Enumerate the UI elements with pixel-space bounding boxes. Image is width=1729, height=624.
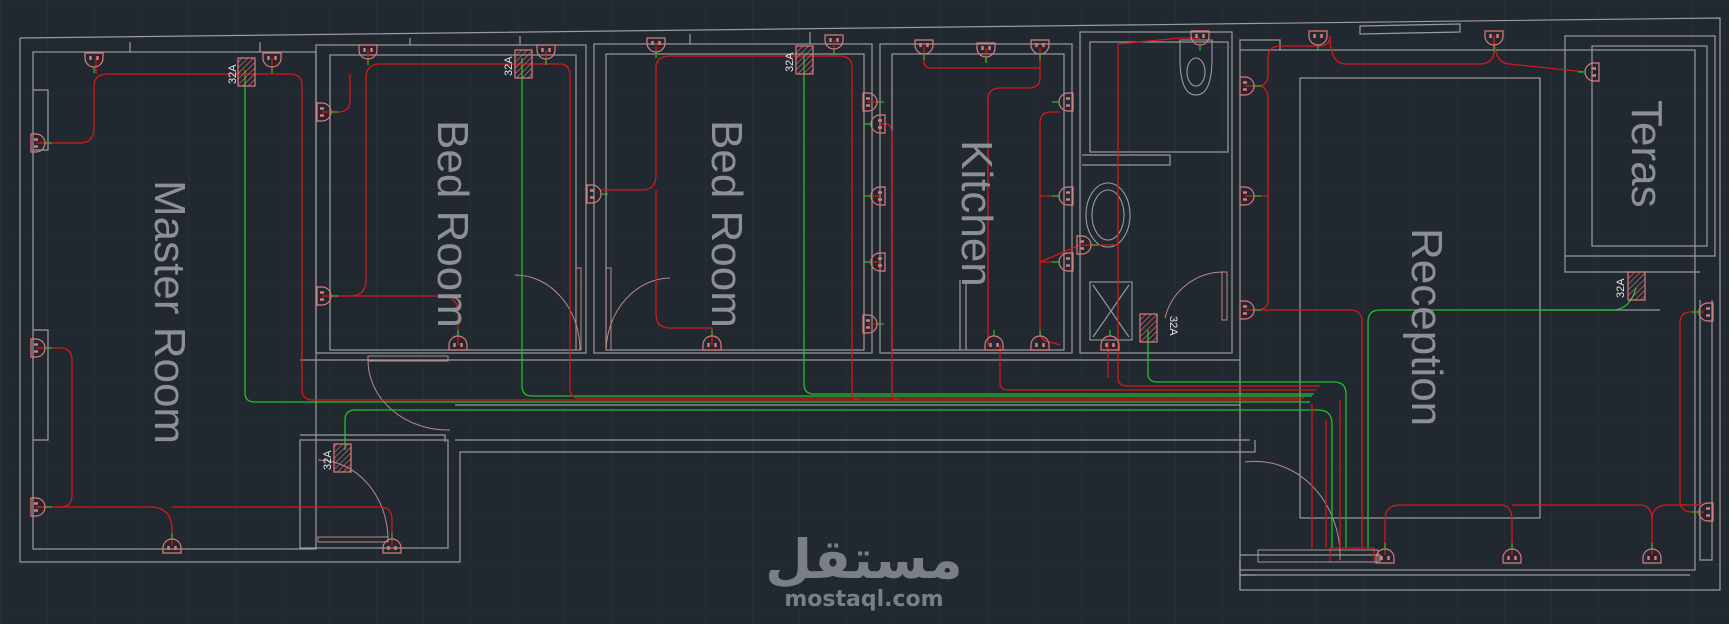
watermark: مستقل mostaql.com bbox=[765, 528, 963, 612]
socket-outlet-icon bbox=[1642, 543, 1662, 564]
socket-outlet-icon bbox=[1692, 502, 1714, 522]
room-label-master-room: Master Room bbox=[145, 180, 194, 444]
toilet-icon bbox=[1179, 39, 1213, 96]
door-leaf-bedroom2 bbox=[605, 267, 612, 351]
door-arc-bedroom2 bbox=[605, 277, 671, 351]
socket-outlet-icon bbox=[1100, 330, 1120, 351]
socket-outlet-icon bbox=[1375, 543, 1395, 564]
breaker-rating-label: 32A bbox=[322, 450, 334, 470]
breaker-bath: 32A bbox=[1139, 313, 1179, 343]
door-arc-reception bbox=[1244, 460, 1341, 561]
socket-outlet-icon bbox=[1502, 543, 1522, 564]
door-leaf-bath bbox=[1221, 271, 1228, 321]
breaker-rating-label: 32A bbox=[1167, 316, 1179, 336]
socket-outlet-icon bbox=[864, 114, 886, 134]
room-label-bed-room-2: Bed Room bbox=[702, 120, 751, 328]
breaker-rating-label: 32A bbox=[503, 56, 515, 76]
socket-outlet-icon bbox=[824, 34, 844, 55]
socket-outlet-icon bbox=[536, 44, 556, 65]
socket-outlet-icon bbox=[1052, 252, 1074, 272]
room-label-teras: Teras bbox=[1622, 100, 1671, 208]
shower-tray-icon bbox=[1089, 281, 1133, 341]
socket-outlet-icon bbox=[1308, 30, 1328, 51]
door-arc-bath bbox=[1164, 271, 1226, 319]
socket-outlet-icon bbox=[1239, 76, 1261, 96]
door-arc-closet bbox=[317, 459, 389, 541]
breaker-bedroom2: 32A bbox=[784, 45, 814, 75]
doors bbox=[317, 267, 1341, 561]
socket-outlet-icon bbox=[862, 92, 884, 112]
socket-outlet-icon bbox=[864, 186, 886, 206]
watermark-site: mostaql.com bbox=[784, 587, 943, 612]
breakers: 32A 32A 32A 32A 32A 32A bbox=[227, 45, 1646, 473]
socket-outlet-icon bbox=[1030, 39, 1050, 60]
socket-outlet-icon bbox=[316, 102, 338, 122]
sink-icon bbox=[1085, 182, 1131, 248]
socket-outlet-icon bbox=[1578, 62, 1600, 82]
socket-outlet-icon bbox=[84, 52, 104, 73]
socket-outlet-icon bbox=[1190, 30, 1210, 51]
socket-outlet-icon bbox=[448, 330, 468, 351]
socket-outlet-icon bbox=[382, 533, 402, 554]
bath-fixtures bbox=[1085, 39, 1213, 341]
live-wires bbox=[36, 35, 1704, 555]
socket-outlet-icon bbox=[646, 37, 666, 58]
breaker-master: 32A bbox=[227, 57, 256, 87]
socket-outlet-icon bbox=[864, 252, 886, 272]
breaker-closet: 32A bbox=[322, 443, 352, 473]
socket-outlet-icon bbox=[1484, 30, 1504, 51]
room-label-bed-room-1: Bed Room bbox=[428, 120, 477, 328]
outlets bbox=[30, 30, 1714, 564]
socket-outlet-icon bbox=[30, 497, 52, 517]
breaker-rating-label: 32A bbox=[1615, 278, 1627, 298]
door-leaf-bedroom1 bbox=[575, 267, 582, 351]
socket-outlet-icon bbox=[1239, 186, 1261, 206]
socket-outlet-icon bbox=[914, 39, 934, 60]
socket-outlet-icon bbox=[1076, 235, 1098, 255]
socket-outlet-icon bbox=[30, 338, 52, 358]
socket-outlet-icon bbox=[976, 42, 996, 63]
socket-outlet-icon bbox=[1239, 300, 1261, 320]
distribution-board bbox=[1257, 547, 1379, 563]
socket-outlet-icon bbox=[586, 184, 608, 204]
breaker-rating-label: 32A bbox=[227, 64, 239, 84]
breaker-bedroom1: 32A bbox=[503, 49, 533, 79]
socket-outlet-icon bbox=[862, 314, 884, 334]
socket-outlet-icon bbox=[702, 330, 722, 351]
socket-outlet-icon bbox=[30, 133, 52, 153]
socket-outlet-icon bbox=[1030, 330, 1050, 351]
earth-wires bbox=[244, 55, 1637, 548]
walls bbox=[19, 17, 1721, 591]
socket-outlet-icon bbox=[1692, 302, 1714, 322]
door-leaf-master bbox=[367, 355, 449, 362]
socket-outlet-icon bbox=[984, 330, 1004, 351]
room-label-reception: Reception bbox=[1402, 228, 1451, 426]
socket-outlet-icon bbox=[262, 52, 282, 73]
breaker-rating-label: 32A bbox=[784, 52, 796, 72]
socket-outlet-icon bbox=[162, 533, 182, 554]
socket-outlet-icon bbox=[358, 44, 378, 65]
breaker-teras: 32A bbox=[1615, 271, 1646, 301]
socket-outlet-icon bbox=[1052, 186, 1074, 206]
socket-outlet-icon bbox=[1052, 92, 1074, 112]
room-label-kitchen: Kitchen bbox=[952, 140, 1001, 287]
door-arc-bedroom1 bbox=[514, 274, 581, 351]
socket-outlet-icon bbox=[316, 286, 338, 306]
watermark-arabic: مستقل bbox=[765, 528, 963, 591]
